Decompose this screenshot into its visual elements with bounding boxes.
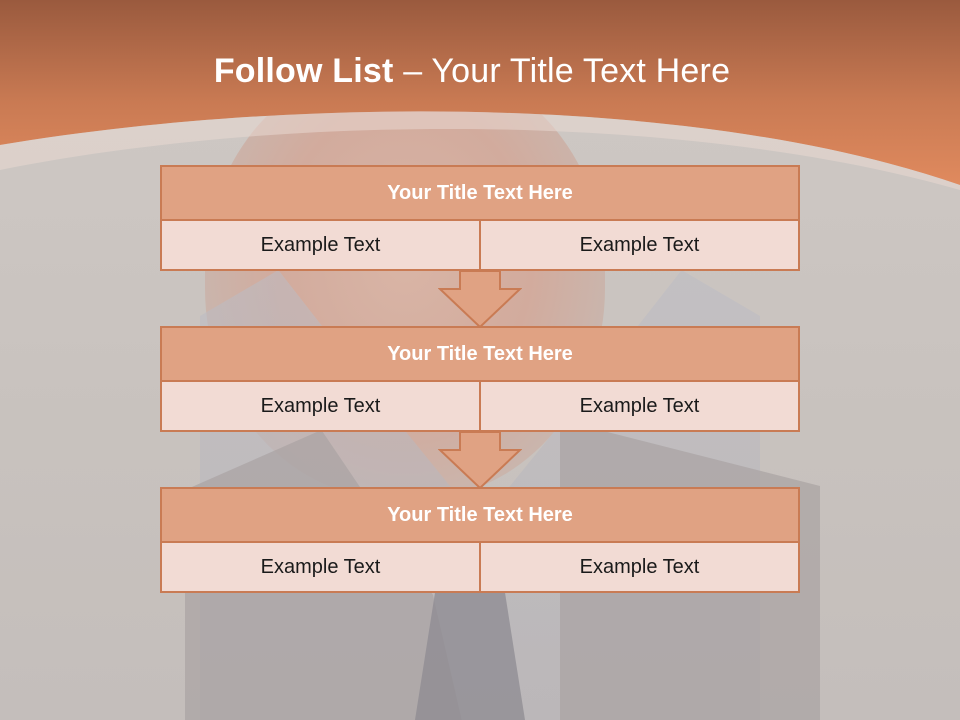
header-band [0, 0, 960, 190]
step-box-3: Your Title Text Here Example Text Exampl… [160, 487, 800, 593]
step-title: Your Title Text Here [160, 165, 800, 221]
step-cell-left: Example Text [160, 221, 479, 271]
down-arrow-icon [438, 271, 522, 329]
step-cell-right: Example Text [479, 221, 800, 271]
step-cell-right: Example Text [479, 543, 800, 593]
step-row: Example Text Example Text [160, 221, 800, 271]
step-row: Example Text Example Text [160, 543, 800, 593]
step-box-2: Your Title Text Here Example Text Exampl… [160, 326, 800, 432]
slide-title-rest: – Your Title Text Here [393, 52, 731, 90]
step-title: Your Title Text Here [160, 487, 800, 543]
step-box-1: Your Title Text Here Example Text Exampl… [160, 165, 800, 271]
down-arrow-icon [438, 432, 522, 490]
step-row: Example Text Example Text [160, 382, 800, 432]
step-title: Your Title Text Here [160, 326, 800, 382]
step-cell-left: Example Text [160, 543, 479, 593]
slide-title-bold: Follow List [213, 52, 394, 90]
slide-title: Follow List – Your Title Text Here [0, 52, 944, 91]
step-cell-right: Example Text [479, 382, 800, 432]
step-cell-left: Example Text [160, 382, 479, 432]
